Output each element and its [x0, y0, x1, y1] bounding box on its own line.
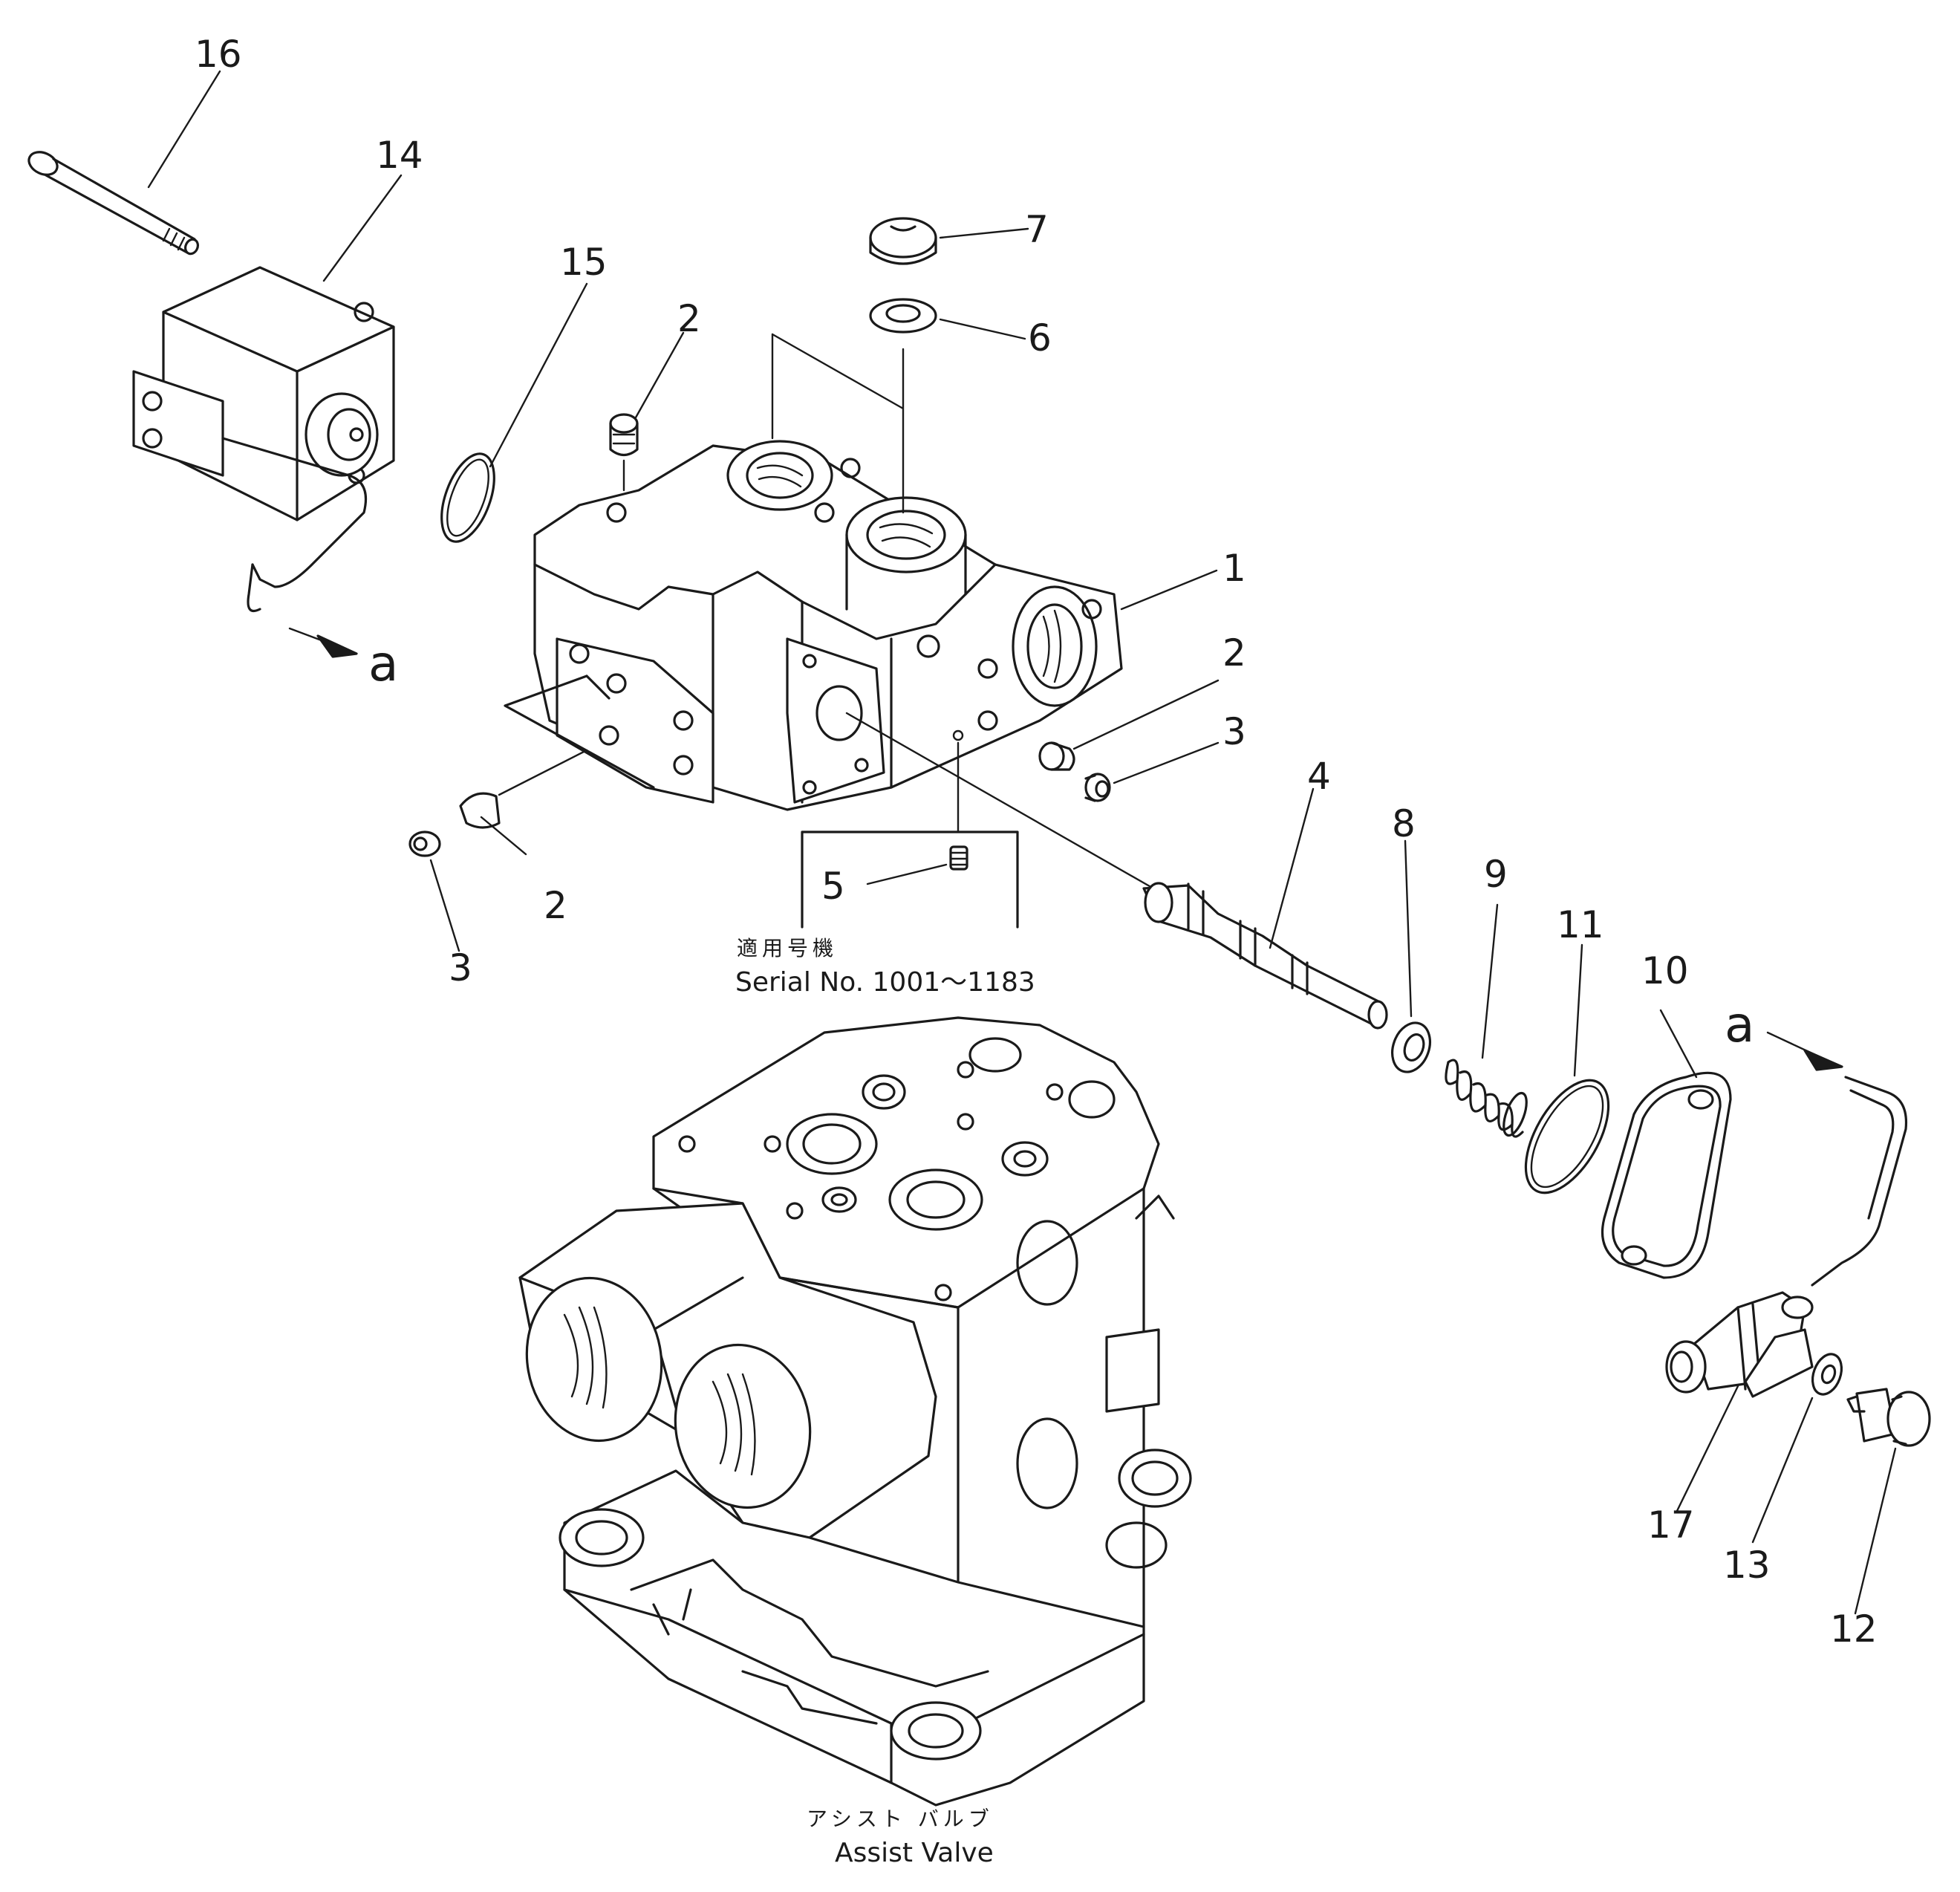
part-13-washer	[1811, 1353, 1843, 1396]
part-9-spring	[1445, 1059, 1528, 1138]
callout-2-left: 2	[544, 884, 567, 927]
callout-13: 13	[1723, 1544, 1771, 1587]
callout-12: 12	[1830, 1607, 1878, 1651]
callout-10: 10	[1641, 949, 1689, 992]
serial-note-japanese: 適用号機	[737, 936, 838, 960]
part-8-washer	[1391, 1021, 1431, 1073]
callout-2-top: 2	[677, 297, 701, 340]
leader-lines	[147, 70, 1897, 1615]
callout-3-right: 3	[1222, 710, 1246, 753]
callout-2-right: 2	[1222, 631, 1246, 674]
part-14-solenoid	[132, 266, 395, 613]
part-2-plug-top	[609, 413, 639, 492]
part-17-sensor	[1665, 1076, 1908, 1398]
connection-arrow-right	[1766, 1031, 1843, 1071]
part-3-plug-left	[408, 830, 441, 857]
callout-6: 6	[1028, 316, 1052, 360]
part-5-box	[801, 741, 1019, 929]
part-16-bolt	[27, 151, 199, 256]
callout-15: 15	[560, 241, 608, 284]
part-1-valve-body	[504, 440, 1123, 811]
part-12-bolt	[1846, 1388, 1931, 1447]
callout-4: 4	[1307, 755, 1331, 798]
callout-16: 16	[195, 33, 242, 76]
part-2-plug-right	[1038, 741, 1075, 771]
assembly-caption-japanese: アシスト バルブ	[807, 1807, 994, 1831]
callout-8: 8	[1392, 802, 1416, 845]
part-15-o-ring	[440, 452, 495, 543]
part-4-spool	[845, 712, 1388, 1030]
part-7-plug	[869, 217, 937, 265]
callout-3-left: 3	[449, 946, 472, 989]
callout-1: 1	[1222, 547, 1246, 590]
callout-9: 9	[1484, 853, 1508, 896]
connection-mark-right: a	[1725, 996, 1754, 1053]
callout-17: 17	[1647, 1503, 1695, 1547]
connection-arrow-left	[288, 627, 358, 658]
callout-7: 7	[1025, 208, 1049, 251]
callout-14: 14	[376, 134, 423, 177]
part-2-plug-left	[459, 749, 588, 829]
connection-mark-left: a	[368, 635, 398, 692]
assembly-caption-english: Assist Valve	[835, 1838, 994, 1868]
callout-11: 11	[1557, 903, 1604, 946]
serial-note-text: Serial No. 1001～1183	[735, 967, 1035, 998]
part-6-washer	[869, 298, 937, 334]
part-10-cover	[1601, 1071, 1732, 1279]
part-11-o-ring	[1524, 1079, 1610, 1194]
callout-5: 5	[821, 865, 845, 908]
part-3-plug-right	[1084, 773, 1111, 802]
assist-valve-body	[518, 1016, 1192, 1807]
